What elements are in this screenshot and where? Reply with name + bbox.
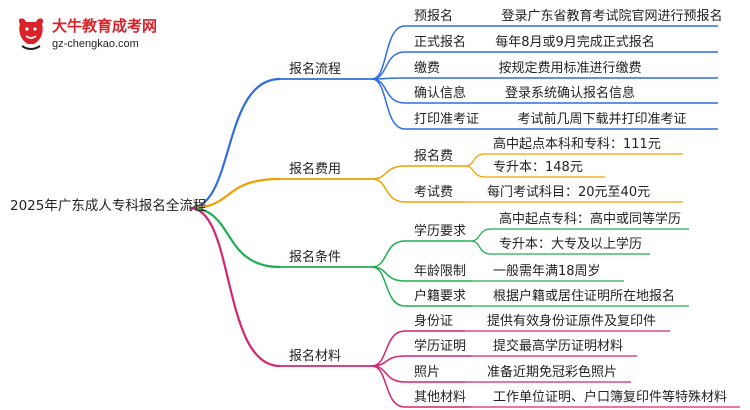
child-label: 缴费 [414,61,441,76]
brand-logo: 大牛教育成考网 gz-chengkao.com [14,14,184,54]
child-link [371,78,406,104]
child-label: 报名费 [414,149,454,164]
note-text: 准备近期免冠彩色照片 [487,365,618,380]
branch-link-4 [189,206,281,368]
root-node: 2025年广东成人专科报名全流程 [10,198,207,214]
child-label: 考试费 [414,185,454,200]
branch-label: 报名流程 [289,62,342,77]
brand-domain: gz-chengkao.com [52,38,139,50]
note-text: 工作单位证明、户口簿复印件等特殊材料 [493,390,728,405]
child-label: 照片 [414,365,441,380]
child-label: 正式报名 [414,35,467,50]
note-link [464,153,486,167]
note-text: 高中起点本科和专科：111元 [493,137,661,152]
child-link [371,266,406,307]
child-note: 登录系统确认报名信息 [504,86,636,101]
child-label: 其他材料 [414,390,467,405]
child-note: 按规定费用标准进行缴费 [498,61,642,76]
note-text: 高中起点专科：高中或同等学历 [499,212,682,227]
note-text: 提交最高学历证明材料 [493,339,624,354]
ox-mascot-icon [18,18,44,50]
brand-name: 大牛教育成考网 [52,17,157,35]
child-link [371,365,406,408]
branch-label: 报名费用 [289,162,342,177]
child-link [371,78,406,130]
note-link [470,240,492,255]
note-text: 提供有效身份证原件及复印件 [487,314,657,329]
child-link [371,178,406,203]
note-text: 专升本：148元 [493,160,583,175]
note-text: 一般需年满18周岁 [493,264,601,279]
note-text: 根据户籍或居住证明所在地报名 [493,289,676,304]
child-label: 年龄限制 [414,264,467,279]
branch-link-1 [189,77,281,210]
note-text: 专升本：大专及以上学历 [499,237,643,252]
child-note: 登录广东省教育考试院官网进行预报名 [501,9,723,24]
child-note: 考试前几周下载并打印准考证 [517,112,687,127]
child-label: 预报名 [414,9,454,24]
note-link [470,228,492,242]
child-link [371,51,406,80]
note-text: 每门考试科目：20元至40元 [487,185,651,200]
child-link [371,240,406,268]
child-label: 户籍要求 [414,289,467,304]
child-link [371,330,406,367]
child-label: 学历证明 [414,339,467,354]
child-label: 确认信息 [414,86,467,101]
child-label: 打印准考证 [414,112,480,127]
branch-label: 报名材料 [289,349,342,364]
child-link [371,165,406,180]
branch-link-2 [189,177,281,210]
note-link [464,165,486,178]
branch-link-3 [189,206,281,269]
branch-label: 报名条件 [289,250,342,265]
child-label: 身份证 [414,314,454,329]
child-label: 学历要求 [414,224,467,239]
child-note: 每年8月或9月完成正式报名 [495,35,655,50]
